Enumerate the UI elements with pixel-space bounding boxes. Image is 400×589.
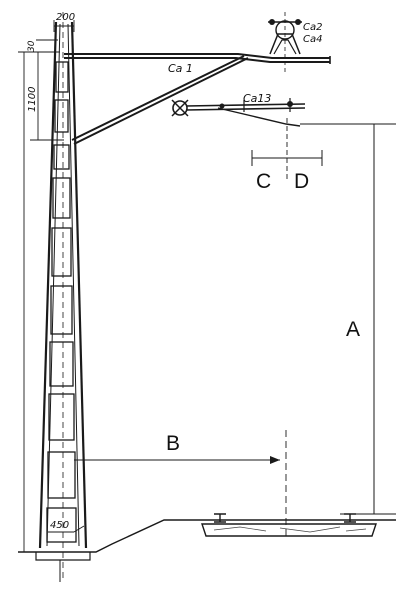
label-dimension-d: D [294,170,309,193]
label-dimension-b: B [166,432,180,455]
top-insulator-bracket [268,12,302,72]
offset-dimension [74,430,287,540]
upper-cantilever [64,53,331,145]
label-cable-upper: Ca 1 [168,62,193,75]
label-dimension-c: C [256,170,271,193]
mast-panels [46,61,77,543]
label-vertical-1100: 1100 [27,87,38,112]
label-dimension-a: A [346,318,360,341]
label-insulator-ca4: Ca4 [303,34,322,45]
lower-registration-arm [171,98,306,127]
ground-and-track [18,513,396,582]
label-insulator-ca2: Ca2 [303,22,322,33]
mast-column [38,12,88,578]
label-cable-lower: Ca13 [243,92,271,105]
label-base-width: 450 [50,520,69,531]
stagger-dimension [251,118,323,180]
label-top-gap: 30 [27,40,37,52]
left-dimensions [18,20,75,552]
label-top-width: 200 [56,12,75,23]
